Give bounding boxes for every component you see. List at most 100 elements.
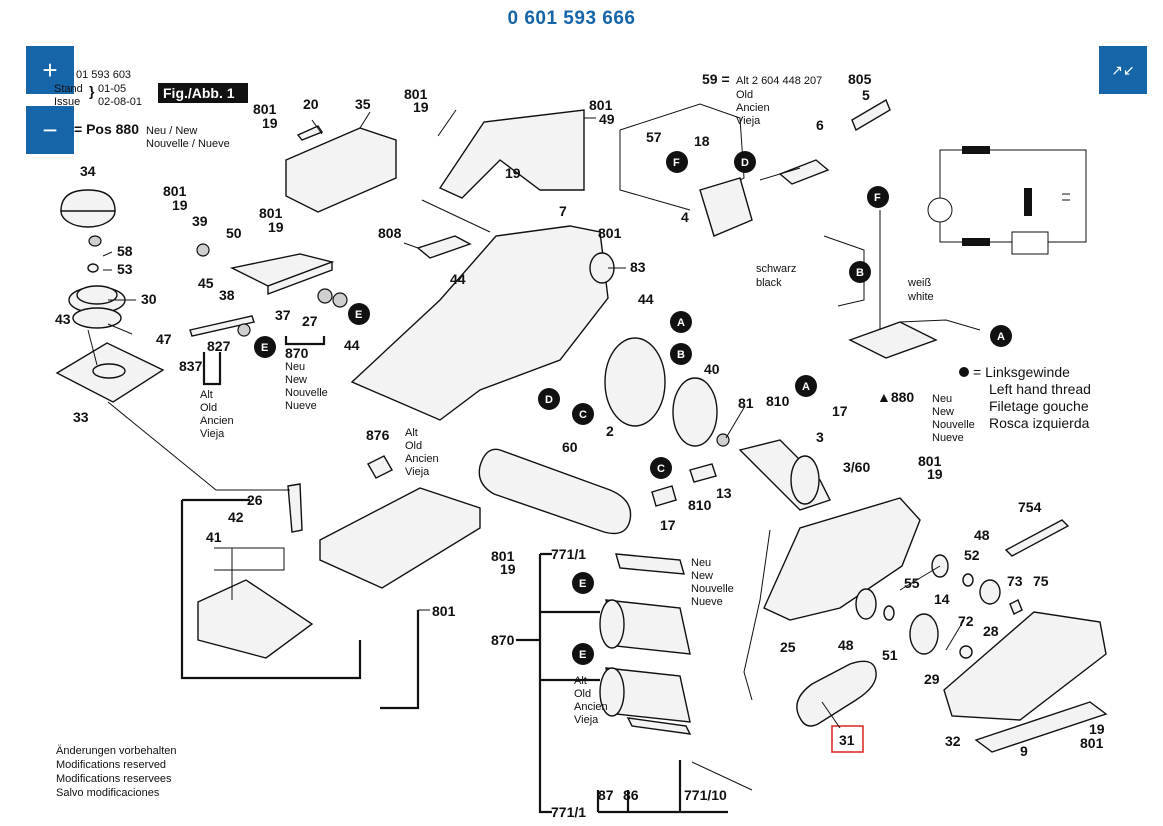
part-label: 801 [253,101,277,117]
part-label: 801 [491,548,515,564]
svg-text:New: New [932,406,954,418]
circuit-schematic [927,146,1087,255]
header-stand-value: 01-05 [98,83,126,95]
part-label: 805 [848,71,872,87]
svg-text:Old: Old [200,402,217,414]
part-label: ▲880 [877,389,914,405]
svg-text:Nouvelle: Nouvelle [691,583,734,595]
svg-text:E: E [579,578,586,590]
zoom-in-button[interactable]: + [26,46,74,94]
part-25-gear-housing [763,497,921,621]
switch-plate-880 [823,210,981,359]
svg-text:Nueve: Nueve [285,400,317,412]
part-label: 18 [694,133,710,149]
callout-B-2: B [849,261,871,283]
part-label: 53 [117,261,133,277]
note59-ancien: Ancien [736,102,770,114]
part-label: 72 [958,613,974,629]
svg-text:E: E [355,309,362,321]
part-label: 19 [268,219,284,235]
svg-text:F: F [673,157,680,169]
blade-drum-assembly [599,553,753,791]
minus-icon: − [42,114,58,145]
svg-text:Nouvelle: Nouvelle [932,419,975,431]
svg-text:Ancien: Ancien [574,701,608,713]
part-label: 19 [413,99,429,115]
part-label: 801 [598,225,622,241]
footer-line4: Salvo modificaciones [56,787,160,799]
svg-text:B: B [856,267,864,279]
group-bracket-870 [516,552,728,814]
part-label-31: 31 [839,732,855,748]
part-label: 86 [623,787,639,803]
part-label: 19 [262,115,278,131]
part-label: 801 [1080,735,1104,751]
part-label: 49 [599,111,615,127]
callout-F-1: F [666,151,688,173]
part-label: 37 [275,307,291,323]
alt-block-2: Alt Old Ancien Vieja [405,427,439,478]
part-label: 44 [450,271,466,287]
dust-box [197,579,314,659]
wire-label-schwarz: schwarz [756,263,796,275]
svg-text:Vieja: Vieja [200,428,225,440]
bracket-assembly [189,243,348,337]
svg-text:E: E [261,342,268,354]
part-label: 87 [598,787,614,803]
part-label: 801 [432,603,456,619]
part-label: 5 [862,87,870,103]
note59-ref: 59 = [702,71,730,87]
callout-A-2: A [795,375,817,397]
fullscreen-icon: ↗↙ [1111,61,1135,78]
part-label: 33 [73,409,89,425]
part-label: 3 [816,429,824,445]
legend-line2: Left hand thread [989,381,1091,397]
svg-text:F: F [874,192,881,204]
note59-alt: Alt 2 604 448 207 [736,75,822,87]
svg-text:A: A [802,381,810,393]
legend-line4: Rosca izquierda [989,415,1090,431]
svg-text:Alt: Alt [405,427,418,439]
part-label: 13 [716,485,732,501]
svg-text:Alt: Alt [200,389,213,401]
part-label: 58 [117,243,133,259]
alt-block-1: Alt Old Ancien Vieja [200,389,234,440]
part-label: 30 [141,291,157,307]
part-label: 870 [491,632,515,648]
callout-F-2: F [867,186,889,208]
header-issue-label: Issue [54,96,80,108]
part-label: 73 [1007,573,1023,589]
part-label: 7 [559,203,567,219]
part-label: 41 [206,529,222,545]
part-label: 754 [1018,499,1042,515]
callout-D-2: D [734,151,756,173]
svg-text:Neu: Neu [691,557,711,569]
part-label: 43 [55,311,71,327]
wire-label-weiss: weiß [907,277,932,289]
part-label: 20 [303,96,319,112]
part-label: 28 [983,623,999,639]
part-label: 801 [163,183,187,199]
part-label: 837 [179,358,203,374]
note59-old: Old [736,89,753,101]
pos880-line1: Neu / New [146,125,197,137]
part-label: 25 [780,639,796,655]
zoom-out-button[interactable]: − [26,106,74,154]
part-label: 9 [1020,743,1028,759]
svg-text:Old: Old [574,688,591,700]
part-label: 19 [172,197,188,213]
part-label: 51 [882,647,898,663]
svg-text:Nueve: Nueve [932,432,964,444]
part-label: 19 [927,466,943,482]
fullscreen-toggle-button[interactable]: ↗↙ [1099,46,1147,94]
svg-text:Alt: Alt [574,675,587,687]
footer-line1: Änderungen vorbehalten [56,745,176,757]
part-label: 60 [562,439,578,455]
part-label: 19 [505,165,521,181]
part-label: 801 [404,86,428,102]
part-26 [287,483,303,533]
svg-text:Ancien: Ancien [200,415,234,427]
svg-text:B: B [677,349,685,361]
part-label: 81 [738,395,754,411]
part-label: 38 [219,287,235,303]
